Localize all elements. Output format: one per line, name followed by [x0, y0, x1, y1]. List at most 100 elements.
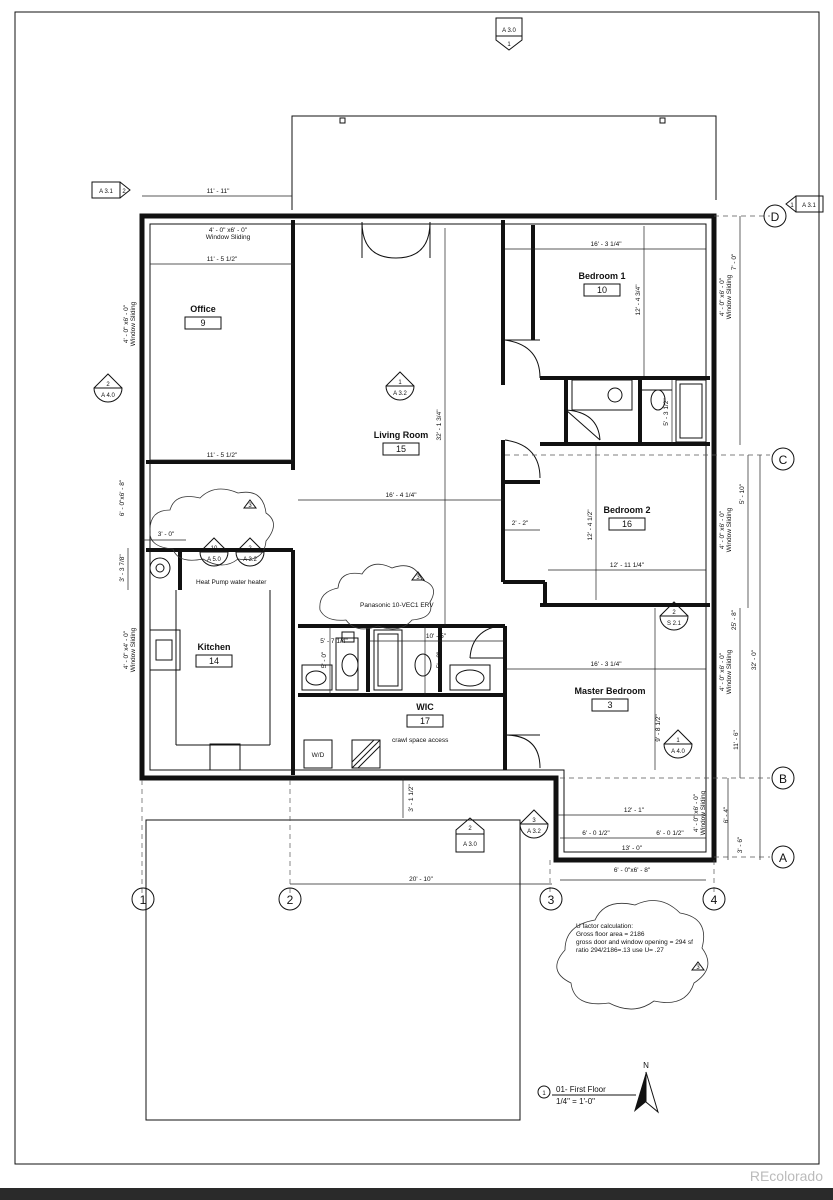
rear-patio-outline — [291, 115, 717, 210]
svg-text:4' - 0" x4' - 0": 4' - 0" x4' - 0" — [123, 630, 130, 669]
svg-text:5' - 7 1/4": 5' - 7 1/4" — [320, 638, 348, 645]
svg-text:1: 1 — [676, 738, 680, 744]
svg-text:6' - 0"x6' - 8": 6' - 0"x6' - 8" — [119, 479, 126, 516]
room-wic-number: 17 — [420, 716, 430, 726]
svg-text:12' - 4 1/2": 12' - 4 1/2" — [587, 509, 594, 541]
u-factor-line-4: ratio 294/2186=.13 use U= .27 — [576, 947, 664, 954]
svg-text:2' - 2": 2' - 2" — [512, 520, 529, 527]
heat-pump-note: Heat Pump water heater — [196, 579, 267, 586]
watermark-logo: REcolorado — [749, 1168, 823, 1184]
svg-text:3: 3 — [696, 965, 700, 971]
grid-label-4: 4 — [711, 893, 718, 907]
svg-text:3' - 1 1/2": 3' - 1 1/2" — [408, 784, 415, 812]
room-bed1-number: 10 — [597, 285, 607, 295]
svg-text:7' - 0": 7' - 0" — [731, 253, 738, 270]
room-bed1-label: Bedroom 1 — [578, 271, 625, 281]
svg-text:32' - 1 3/4": 32' - 1 3/4" — [436, 409, 443, 441]
drawing-scale: 1/4" = 1'-0" — [556, 1097, 595, 1106]
dimension-texts: 11' - 11" 11' - 5 1/2" 11' - 5 1/2" 16' … — [119, 188, 758, 883]
svg-text:3' - 3 7/8": 3' - 3 7/8" — [119, 554, 126, 582]
drawing-name: 01- First Floor — [556, 1085, 606, 1094]
washer-dryer-label: W/D — [312, 752, 325, 759]
svg-text:20' - 10": 20' - 10" — [409, 876, 433, 883]
garage-outline — [145, 819, 521, 1121]
svg-text:3: 3 — [416, 575, 420, 581]
svg-text:4' - 0" x6' - 0": 4' - 0" x6' - 0" — [209, 227, 248, 234]
svg-text:13' - 0": 13' - 0" — [622, 845, 643, 852]
crawl-space-note: crawl space access — [392, 737, 449, 744]
svg-text:2: 2 — [122, 189, 126, 195]
svg-text:4' - 0" x6' - 0": 4' - 0" x6' - 0" — [719, 652, 726, 691]
room-master-number: 3 — [607, 700, 612, 710]
grid-label-1: 1 — [140, 893, 147, 907]
grid-label-d: D — [771, 210, 780, 224]
footer-bar — [0, 1188, 833, 1200]
erv-note: Panasonic 10-VEC1 ERV — [360, 602, 434, 609]
grid-label-b: B — [779, 772, 787, 786]
dimension-lines — [127, 195, 761, 885]
svg-text:25' - 8": 25' - 8" — [731, 609, 738, 630]
drawing-number: 1 — [542, 1091, 546, 1097]
svg-text:1: 1 — [790, 203, 794, 209]
room-kitchen-number: 14 — [209, 656, 219, 666]
svg-text:11' - 6": 11' - 6" — [733, 729, 740, 749]
svg-text:2: 2 — [672, 610, 676, 616]
svg-text:S 2.1: S 2.1 — [667, 621, 682, 627]
svg-text:A 3.2: A 3.2 — [527, 829, 541, 835]
svg-text:A 3.2: A 3.2 — [243, 557, 257, 563]
svg-text:N: N — [643, 1061, 649, 1070]
svg-text:5' - 10": 5' - 10" — [739, 483, 746, 504]
svg-text:4' - 0" x6' - 0": 4' - 0" x6' - 0" — [123, 304, 130, 343]
revision-clouds: 3 3 3 — [149, 488, 709, 1010]
room-wic-label: WIC — [416, 702, 434, 712]
grid-bubbles: 1 2 3 4 A B C D — [131, 204, 795, 911]
svg-text:11' - 11": 11' - 11" — [207, 188, 231, 195]
u-factor-line-1: U factor calculation: — [576, 923, 633, 930]
svg-text:Window Sliding: Window Sliding — [130, 627, 137, 672]
u-factor-line-3: gross door and window opening = 294 sf — [576, 939, 693, 946]
svg-text:5' - 3 1/2": 5' - 3 1/2" — [663, 398, 670, 426]
svg-text:2: 2 — [106, 382, 110, 388]
svg-text:6' - 0 1/2": 6' - 0 1/2" — [582, 830, 610, 837]
exterior-walls — [139, 213, 717, 863]
svg-text:3' - 0": 3' - 0" — [158, 531, 175, 538]
room-master-label: Master Bedroom — [574, 686, 645, 696]
grid-lines — [141, 215, 770, 895]
svg-text:9' - 8 1/2": 9' - 8 1/2" — [655, 714, 662, 742]
svg-text:1: 1 — [398, 380, 402, 386]
svg-text:A 3.1: A 3.1 — [99, 189, 113, 195]
svg-text:A 5.0: A 5.0 — [207, 557, 221, 563]
svg-text:6' - 0"x6' - 8": 6' - 0"x6' - 8" — [614, 867, 651, 874]
svg-text:6' - 0 1/2": 6' - 0 1/2" — [656, 830, 684, 837]
room-office-number: 9 — [200, 318, 205, 328]
room-bed2-label: Bedroom 2 — [603, 505, 650, 515]
svg-text:6' - 4": 6' - 4" — [723, 806, 730, 823]
svg-text:3: 3 — [532, 818, 536, 824]
svg-text:16' - 3 1/4": 16' - 3 1/4" — [590, 661, 622, 668]
svg-text:10' - 5": 10' - 5" — [426, 633, 447, 640]
north-arrow-icon: N — [634, 1061, 659, 1114]
sheet-border — [14, 11, 820, 1165]
interior-walls — [146, 220, 710, 775]
svg-text:Window Sliding: Window Sliding — [700, 790, 707, 835]
svg-text:Window Sliding: Window Sliding — [130, 301, 137, 346]
svg-text:11' - 5 1/2": 11' - 5 1/2" — [207, 452, 238, 459]
svg-text:11' - 5 1/2": 11' - 5 1/2" — [207, 256, 238, 263]
window-labels: 4' - 0" x6' - 0" Window Sliding 4' - 0" … — [123, 227, 733, 835]
svg-text:12' - 1": 12' - 1" — [624, 807, 645, 814]
fixtures — [149, 379, 707, 771]
grid-label-a: A — [779, 851, 787, 865]
svg-text:16' - 4 1/4": 16' - 4 1/4" — [385, 492, 417, 499]
svg-text:3: 3 — [248, 503, 252, 509]
room-living-number: 15 — [396, 444, 406, 454]
svg-text:10: 10 — [211, 546, 218, 552]
svg-text:16' - 3 1/4": 16' - 3 1/4" — [590, 241, 622, 248]
svg-text:Window Sliding: Window Sliding — [206, 234, 251, 241]
svg-text:2: 2 — [468, 826, 472, 832]
notes: Heat Pump water heater Panasonic 10-VEC1… — [196, 579, 693, 954]
svg-text:5' - 0": 5' - 0" — [436, 651, 443, 668]
svg-text:Window Sliding: Window Sliding — [726, 507, 733, 552]
room-bed2-number: 16 — [622, 519, 632, 529]
room-living-label: Living Room — [374, 430, 429, 440]
svg-text:5' - 0": 5' - 0" — [321, 651, 328, 668]
